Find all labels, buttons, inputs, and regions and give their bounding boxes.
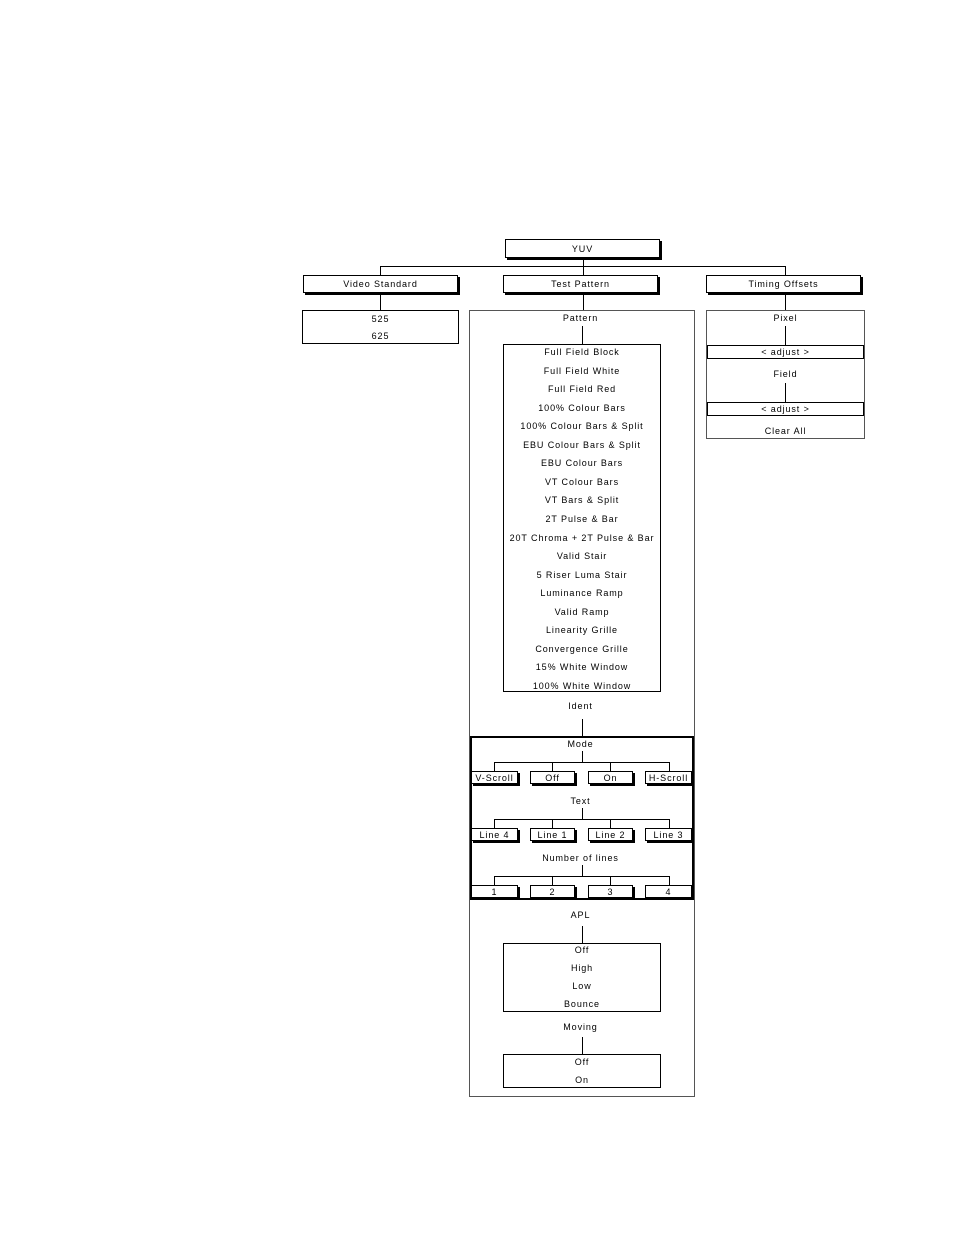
- connector: [380, 266, 785, 267]
- root-label: YUV: [571, 243, 594, 254]
- pixel-adjust: < adjust >: [707, 345, 864, 359]
- test-pattern-label: Test Pattern: [551, 279, 610, 289]
- apl-bounce: Bounce: [564, 999, 600, 1009]
- root-node-yuv: YUV: [505, 239, 660, 258]
- connector: [583, 266, 584, 275]
- pattern-option: 20T Chroma + 2T Pulse & Bar: [509, 532, 655, 543]
- apl-off: Off: [574, 945, 590, 955]
- pattern-option: Linearity Grille: [546, 625, 618, 636]
- field-heading: Field: [773, 369, 798, 379]
- connector: [552, 819, 553, 828]
- pattern-option: 15% White Window: [535, 662, 629, 673]
- connector: [785, 266, 786, 275]
- connector: [552, 876, 553, 885]
- text-line-3: Line 3: [645, 828, 692, 841]
- video-standard-options: 525 625: [302, 310, 459, 344]
- connector: [582, 926, 583, 943]
- connector: [582, 719, 583, 737]
- connector: [610, 762, 611, 771]
- connector: [552, 762, 553, 771]
- mode-on: On: [588, 771, 633, 784]
- pattern-option: EBU Colour Bars: [540, 458, 624, 469]
- pattern-option: 5 Riser Luma Stair: [536, 569, 628, 580]
- pixel-heading: Pixel: [773, 313, 798, 323]
- connector: [494, 876, 495, 885]
- option-525: 525: [371, 314, 390, 324]
- connector: [785, 383, 786, 402]
- text-heading: Text: [570, 796, 591, 806]
- connector: [610, 819, 611, 828]
- connector: [610, 876, 611, 885]
- connector: [785, 326, 786, 345]
- text-line-4: Line 4: [471, 828, 518, 841]
- option-625: 625: [371, 331, 390, 341]
- pattern-option: 100% Colour Bars: [538, 402, 626, 413]
- connector: [583, 295, 584, 310]
- moving-on: On: [575, 1075, 589, 1085]
- pattern-option: 100% Colour Bars & Split: [520, 421, 644, 432]
- connector: [669, 876, 670, 885]
- connector: [785, 295, 786, 310]
- mode-off: Off: [530, 771, 575, 784]
- pattern-option: 100% White Window: [532, 680, 632, 691]
- clear-all-option: Clear All: [764, 426, 807, 436]
- pattern-option: Luminance Ramp: [540, 588, 624, 599]
- apl-options: Off High Low Bounce: [503, 943, 661, 1012]
- timing-offsets-node: Timing Offsets: [706, 275, 861, 293]
- pattern-option: Valid Stair: [556, 551, 608, 562]
- connector: [582, 751, 583, 762]
- connector: [494, 762, 495, 771]
- connector: [494, 819, 495, 828]
- pattern-option: VT Bars & Split: [544, 495, 620, 506]
- connector: [494, 876, 670, 877]
- connector: [582, 808, 583, 819]
- mode-h-scroll: H-Scroll: [645, 771, 692, 784]
- pattern-option: Full Field Block: [544, 347, 620, 357]
- test-pattern-node: Test Pattern: [503, 275, 658, 293]
- pattern-option: Valid Ramp: [554, 606, 610, 617]
- pattern-option: Convergence Grille: [535, 643, 629, 654]
- video-standard-label: Video Standard: [343, 279, 418, 289]
- apl-heading: APL: [570, 910, 591, 920]
- number-of-lines-heading: Number of lines: [542, 853, 619, 863]
- pattern-option: Full Field Red: [547, 384, 617, 395]
- pattern-options-list: [503, 344, 661, 692]
- moving-heading: Moving: [563, 1022, 598, 1032]
- text-line-1: Line 1: [530, 828, 575, 841]
- pattern-heading: Pattern: [562, 313, 599, 323]
- lines-3: 3: [588, 885, 633, 898]
- connector: [582, 1037, 583, 1054]
- connector: [583, 258, 584, 267]
- connector: [582, 865, 583, 876]
- lines-1: 1: [471, 885, 518, 898]
- connector: [669, 819, 670, 828]
- connector: [669, 762, 670, 771]
- mode-v-scroll: V-Scroll: [471, 771, 518, 784]
- connector: [494, 762, 670, 763]
- pattern-option: VT Colour Bars: [545, 476, 619, 487]
- moving-off: Off: [574, 1057, 590, 1067]
- pattern-option: EBU Colour Bars & Split: [523, 439, 641, 450]
- apl-high: High: [570, 963, 594, 973]
- lines-4: 4: [645, 885, 692, 898]
- field-adjust: < adjust >: [707, 402, 864, 416]
- connector: [380, 295, 381, 310]
- timing-offsets-label: Timing Offsets: [748, 279, 819, 289]
- connector: [582, 326, 583, 345]
- video-standard-node: Video Standard: [303, 275, 458, 293]
- connector: [494, 819, 670, 820]
- ident-heading: Ident: [568, 701, 593, 711]
- connector: [380, 266, 381, 275]
- lines-2: 2: [530, 885, 575, 898]
- mode-heading: Mode: [567, 739, 594, 749]
- pattern-option: Full Field White: [543, 365, 621, 376]
- moving-options: Off On: [503, 1054, 661, 1088]
- apl-low: Low: [572, 981, 592, 991]
- pattern-option: 2T Pulse & Bar: [545, 513, 619, 524]
- text-line-2: Line 2: [588, 828, 633, 841]
